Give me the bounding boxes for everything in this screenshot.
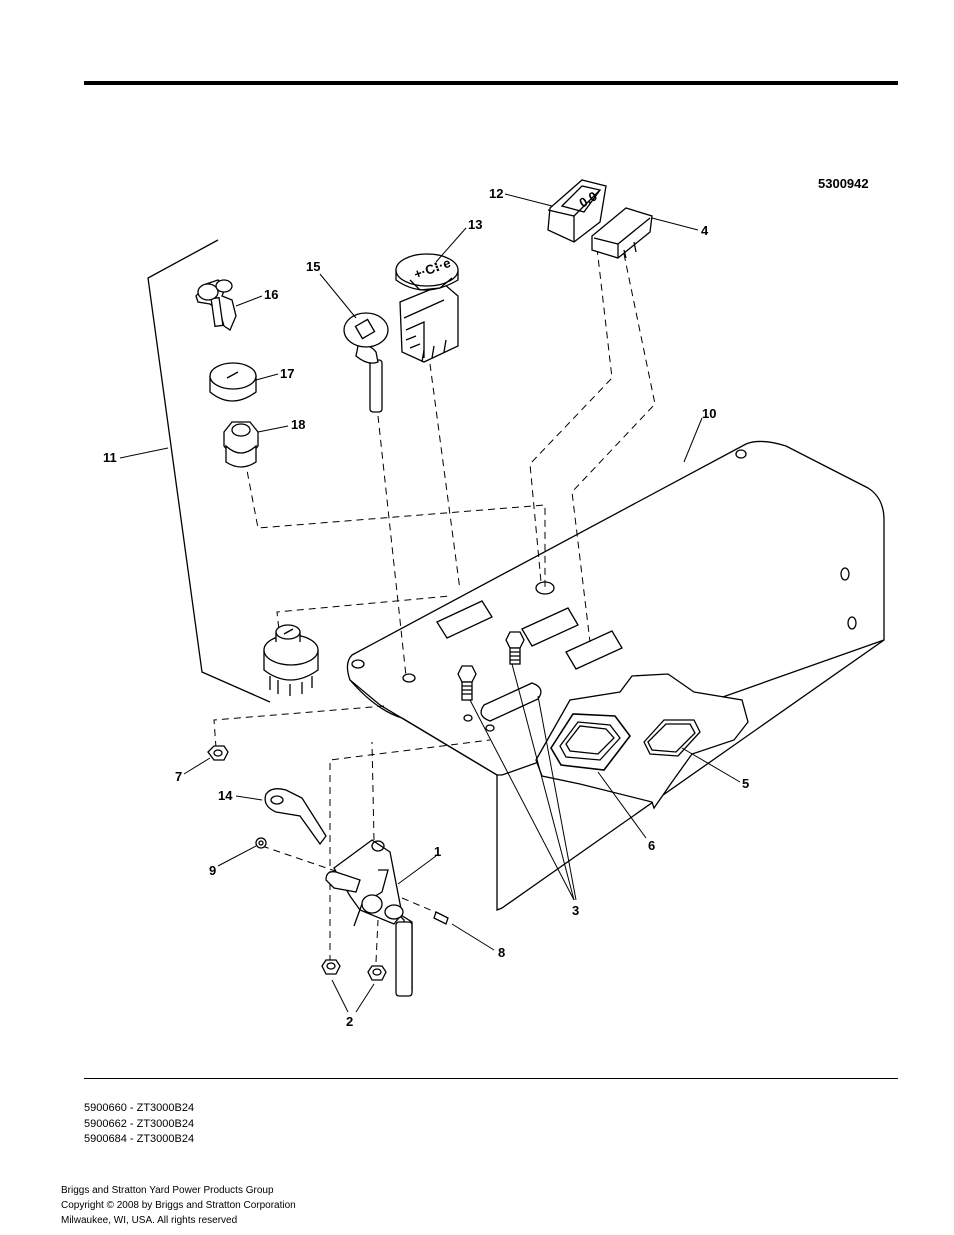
- keys: [195, 279, 237, 331]
- ignition-cap: [209, 362, 257, 402]
- leader-lines: [119, 193, 741, 1013]
- screw: [433, 911, 449, 925]
- decal: [535, 673, 749, 810]
- callout-7: 7: [175, 769, 182, 784]
- callout-17: 17: [280, 366, 294, 381]
- callout-labels: 1 2 3 4 5 6 7 8 9 10 11 12 13 14 15 16 1…: [103, 186, 749, 1029]
- model-item: 5900660 - ZT3000B24: [84, 1102, 195, 1114]
- cam-arm: [264, 788, 327, 846]
- callout-1: 1: [434, 844, 441, 859]
- pto-switch: +·C⁝·e: [395, 253, 459, 363]
- hour-meter: 0.0: [547, 179, 607, 243]
- header-rule: [84, 81, 898, 85]
- choke-knob: [343, 312, 389, 413]
- copyright-line: Copyright © 2008 by Briggs and Stratton …: [61, 1200, 296, 1211]
- callout-11: 11: [103, 450, 117, 465]
- callout-13: 13: [468, 217, 482, 232]
- callout-2: 2: [346, 1014, 353, 1029]
- hex-nut: [207, 745, 229, 761]
- group-bracket: [147, 239, 271, 703]
- callout-8: 8: [498, 945, 505, 960]
- callout-14: 14: [218, 788, 233, 803]
- indicator-light: [591, 207, 653, 259]
- ignition-switch: [263, 624, 319, 696]
- lock-nut: [255, 837, 267, 849]
- bracket: [325, 839, 413, 997]
- figure-number: 5300942: [818, 176, 869, 191]
- dash-panel: [346, 440, 885, 911]
- location-line: Milwaukee, WI, USA. All rights reserved: [61, 1215, 238, 1226]
- callout-16: 16: [264, 287, 278, 302]
- assembly-lines: [213, 247, 656, 963]
- model-item: 5900684 - ZT3000B24: [84, 1133, 195, 1145]
- callout-5: 5: [742, 776, 749, 791]
- parts-diagram: 5300942: [103, 176, 885, 1029]
- callout-10: 10: [702, 406, 716, 421]
- copyright-block: Briggs and Stratton Yard Power Products …: [61, 1183, 296, 1228]
- ignition-nut: [223, 421, 259, 468]
- callout-12: 12: [489, 186, 503, 201]
- model-list: 5900660 - ZT3000B24 5900662 - ZT3000B24 …: [84, 1101, 194, 1148]
- footer-rule: [84, 1078, 898, 1079]
- callout-18: 18: [291, 417, 305, 432]
- bolts: [457, 631, 525, 701]
- callout-3: 3: [572, 903, 579, 918]
- model-item: 5900662 - ZT3000B24: [84, 1117, 195, 1130]
- callout-15: 15: [306, 259, 320, 274]
- callout-9: 9: [209, 863, 216, 878]
- company-name: Briggs and Stratton Yard Power Products …: [61, 1185, 274, 1196]
- callout-6: 6: [648, 838, 655, 853]
- callout-4: 4: [701, 223, 709, 238]
- nuts: [321, 959, 387, 981]
